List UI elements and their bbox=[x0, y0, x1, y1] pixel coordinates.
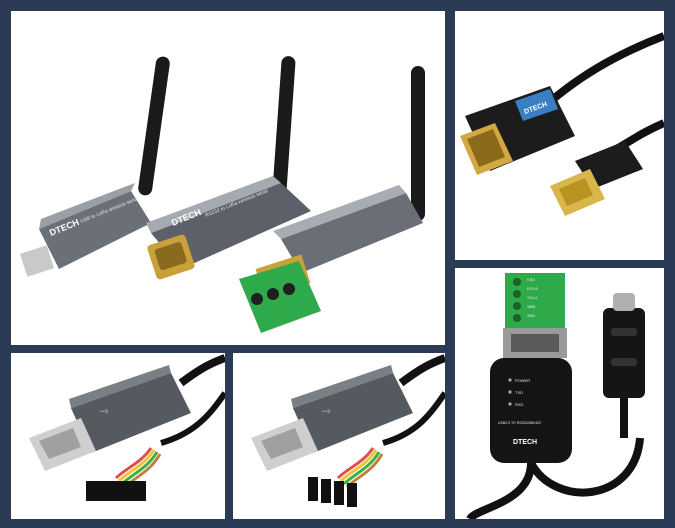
terminal-label: 485B bbox=[527, 305, 536, 309]
rs232-cable-illustration: DTECH bbox=[460, 32, 664, 216]
ftdi-cable-panel-a: ⇝ bbox=[11, 353, 225, 519]
brand-text: DTECH bbox=[513, 439, 537, 446]
dual-usb-plug bbox=[603, 308, 645, 398]
ftdi-cable-illustration-a: ⇝ bbox=[29, 354, 225, 501]
led-label-power: POWER bbox=[515, 378, 530, 383]
usb-symbol-icon: ⇝ bbox=[99, 404, 109, 418]
led-label-rxd: RXD bbox=[515, 402, 524, 407]
usb-lora-adapter: DTECH USB to LoRa wireless serial bbox=[19, 183, 151, 277]
ftdi-adapter-body bbox=[293, 373, 413, 453]
wireless-lora-illustration: DTECH USB to LoRa wireless serial DTECH … bbox=[19, 56, 425, 333]
rs485-lora-adapter bbox=[239, 185, 423, 333]
ftdi-cable-panel-b: ⇝ bbox=[233, 353, 445, 519]
usb-symbol-icon: ⇝ bbox=[321, 404, 331, 418]
antenna-icon bbox=[138, 56, 170, 196]
rs485-converter-panel: GND RXD-B TXD-A 485B 485A POWER TXD RXD … bbox=[455, 268, 664, 519]
terminal-label: GND bbox=[527, 278, 535, 282]
ftdi-adapter-body bbox=[71, 373, 191, 453]
terminal-label: 485A bbox=[527, 314, 536, 318]
led-label-txd: TXD bbox=[515, 390, 523, 395]
antenna-icon bbox=[411, 66, 425, 221]
model-label: USB2.0 TO RS232/485/422 bbox=[498, 421, 541, 425]
rs232-cable-panel: DTECH bbox=[455, 11, 664, 260]
antenna-icon bbox=[272, 56, 296, 201]
terminal-label: RXD-B bbox=[527, 287, 539, 291]
header-connector bbox=[86, 481, 146, 501]
rs232-lora-adapter: DTECH RS232 to LoRa wireless serial bbox=[146, 176, 311, 280]
dupont-connectors bbox=[308, 477, 357, 507]
ftdi-cable-illustration-b: ⇝ bbox=[251, 354, 445, 507]
wireless-lora-panel: DTECH USB to LoRa wireless serial DTECH … bbox=[11, 11, 445, 345]
terminal-label: TXD-A bbox=[527, 296, 538, 300]
rs485-converter-illustration: GND RXD-B TXD-A 485B 485A POWER TXD RXD … bbox=[466, 273, 645, 519]
converter-body bbox=[490, 358, 572, 463]
